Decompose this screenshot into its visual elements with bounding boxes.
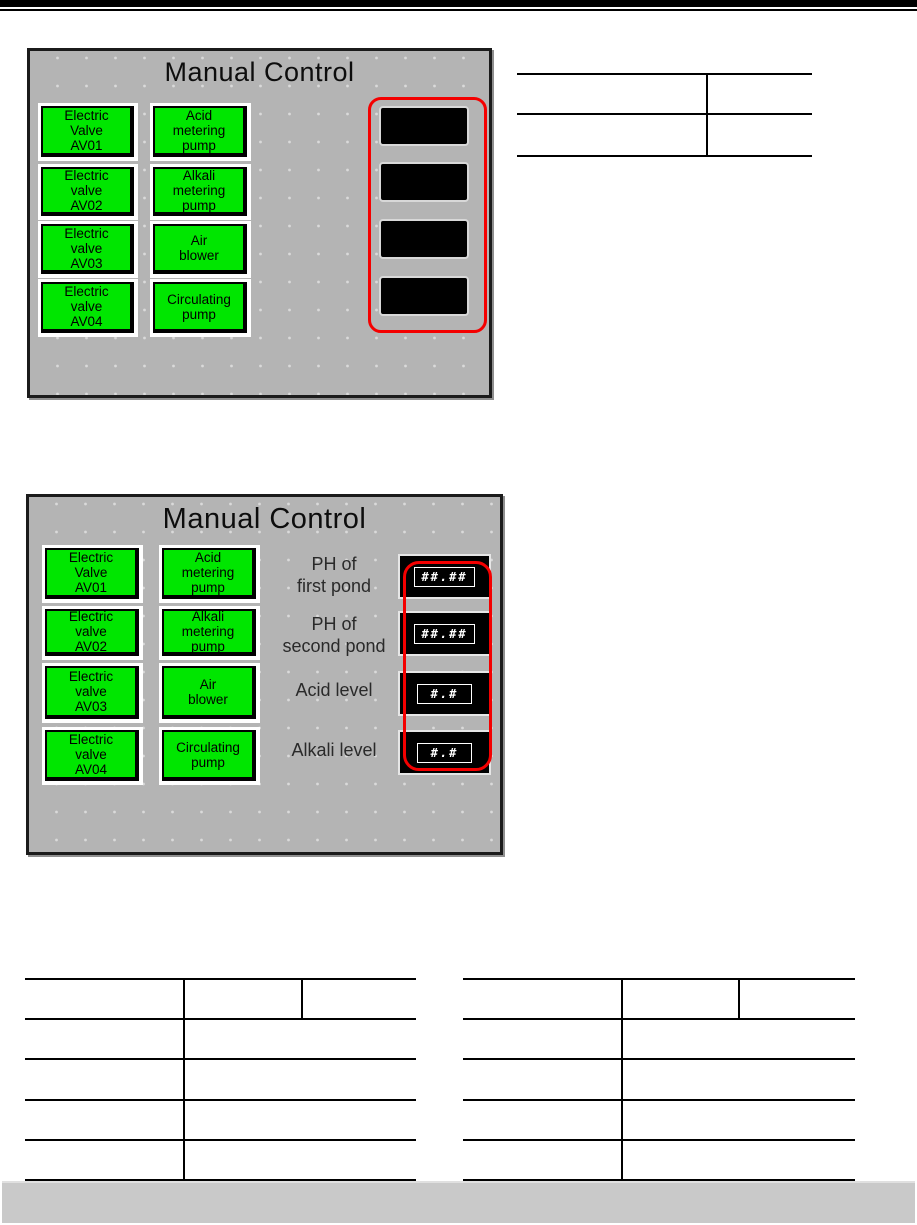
button-air-blower[interactable]: Air blower: [159, 663, 260, 723]
button-label: Air blower: [153, 224, 247, 274]
table-rule: [301, 978, 303, 1020]
button-circulating-pump[interactable]: Circulating pump: [150, 279, 251, 337]
table-rule: [25, 1179, 416, 1181]
table-rule: [463, 1139, 855, 1141]
button-circulating-pump[interactable]: Circulating pump: [159, 727, 260, 785]
table-rule: [25, 1018, 416, 1020]
button-label: Alkali metering pump: [162, 609, 256, 656]
hmi-screen-2: Manual Control Electric Valve AV01 Elect…: [26, 494, 503, 855]
button-label: Air blower: [162, 666, 256, 719]
display-acid-level: #.#: [398, 671, 491, 716]
button-alkali-metering-pump[interactable]: Alkali metering pump: [159, 606, 260, 660]
button-label: Electric valve AV02: [41, 167, 134, 216]
display-blank-4: [379, 276, 469, 316]
button-electric-valve-av02[interactable]: Electric valve AV02: [42, 606, 143, 660]
button-label: Electric valve AV03: [41, 224, 134, 274]
table-rule: [463, 1099, 855, 1101]
table-rule: [25, 978, 416, 980]
table-rule: [517, 155, 812, 157]
button-acid-metering-pump[interactable]: Acid metering pump: [150, 103, 251, 161]
lcd-value: ##.##: [414, 623, 475, 644]
bottom-right-table: [463, 978, 855, 1181]
display-blank-3: [379, 219, 469, 259]
button-electric-valve-av02[interactable]: Electric valve AV02: [38, 164, 138, 220]
display-blank-2: [379, 162, 469, 202]
screen2-title: Manual Control: [162, 503, 367, 535]
lcd-value: #.#: [416, 742, 473, 763]
hmi-screen-1: Manual Control Electric Valve AV01 Elect…: [27, 48, 492, 398]
button-label: Acid metering pump: [153, 106, 247, 157]
button-label: Electric valve AV04: [45, 730, 139, 781]
button-acid-metering-pump[interactable]: Acid metering pump: [159, 545, 260, 603]
button-electric-valve-av01[interactable]: Electric Valve AV01: [42, 545, 143, 603]
button-electric-valve-av04[interactable]: Electric valve AV04: [42, 727, 143, 785]
table-rule: [463, 1058, 855, 1060]
button-label: Circulating pump: [162, 730, 256, 781]
button-electric-valve-av03[interactable]: Electric valve AV03: [42, 663, 143, 723]
label-acid-level: Acid level: [295, 680, 373, 700]
table-rule: [463, 1018, 855, 1020]
table-rule: [25, 1099, 416, 1101]
button-label: Electric Valve AV01: [41, 106, 134, 157]
display-ph-first-pond: ##.##: [398, 554, 491, 599]
table-rule: [25, 1139, 416, 1141]
lcd-value: ##.##: [414, 566, 475, 587]
table-rule: [517, 113, 812, 115]
table-rule: [517, 73, 812, 75]
button-label: Electric Valve AV01: [45, 548, 139, 599]
display-ph-second-pond: ##.##: [398, 611, 491, 656]
table-rule: [25, 1058, 416, 1060]
screen1-title: Manual Control: [164, 57, 355, 87]
button-label: Electric valve AV03: [45, 666, 139, 719]
button-electric-valve-av03[interactable]: Electric valve AV03: [38, 221, 138, 278]
bottom-gray-bar: [2, 1181, 915, 1223]
table-rule: [183, 978, 185, 1181]
button-label: Acid metering pump: [162, 548, 256, 599]
button-electric-valve-av04[interactable]: Electric valve AV04: [38, 279, 138, 337]
button-alkali-metering-pump[interactable]: Alkali metering pump: [150, 164, 251, 220]
top-right-table: [517, 73, 812, 157]
top-black-bar: [0, 0, 917, 7]
label-ph-second-pond: PH of second pond: [282, 614, 386, 656]
button-label: Alkali metering pump: [153, 167, 247, 216]
button-label: Electric valve AV04: [41, 282, 134, 333]
label-alkali-level: Alkali level: [291, 740, 377, 760]
display-alkali-level: #.#: [398, 730, 491, 775]
lcd-value: #.#: [416, 683, 473, 704]
bottom-left-table: [25, 978, 416, 1181]
table-rule: [738, 978, 740, 1020]
table-rule: [463, 978, 855, 980]
table-rule: [706, 73, 708, 157]
button-electric-valve-av01[interactable]: Electric Valve AV01: [38, 103, 138, 161]
button-label: Circulating pump: [153, 282, 247, 333]
label-ph-first-pond: PH of first pond: [296, 554, 372, 596]
table-rule: [621, 978, 623, 1181]
button-air-blower[interactable]: Air blower: [150, 221, 251, 278]
top-divider-line: [0, 9, 917, 11]
button-label: Electric valve AV02: [45, 609, 139, 656]
display-blank-1: [379, 106, 469, 146]
table-rule: [463, 1179, 855, 1181]
